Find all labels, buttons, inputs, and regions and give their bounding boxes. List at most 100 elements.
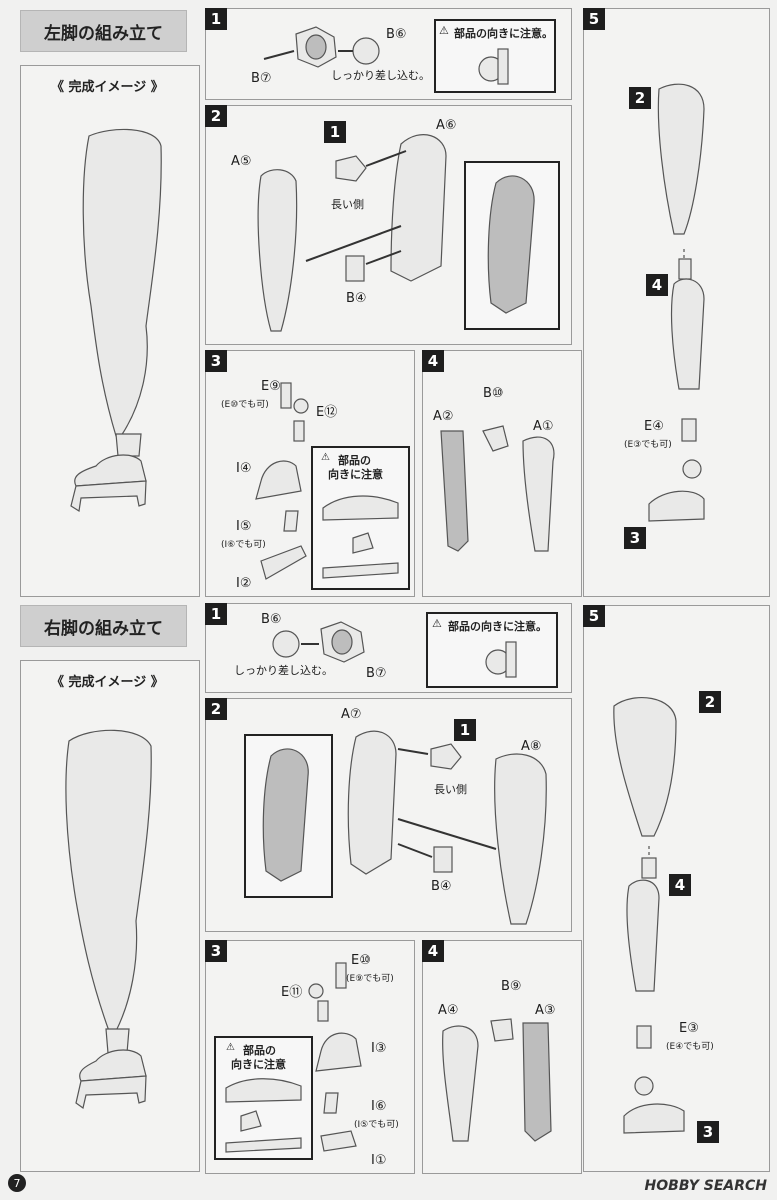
right-step3-e10: E⑩ xyxy=(351,953,371,968)
right-step1-number: 1 xyxy=(205,603,227,625)
left-complete-caption: 《 完成イメージ 》 xyxy=(51,80,164,95)
left-step3-e10alt: (E⑩でも可) xyxy=(221,400,269,410)
right-step2-parts xyxy=(347,730,547,925)
left-step4-a1: A① xyxy=(533,419,554,434)
left-leg-illustration xyxy=(70,128,162,512)
right-step3-note-line1: 部品の xyxy=(243,1044,276,1057)
right-step2-a7: A⑦ xyxy=(341,707,362,722)
warning-icon: ⚠ xyxy=(321,452,330,463)
right-step3-parts xyxy=(308,962,362,1152)
left-step1-b6: B⑥ xyxy=(386,27,407,42)
left-step3-note-line2: 向きに注意 xyxy=(328,468,383,481)
right-leg-illustration xyxy=(65,729,152,1110)
left-step3-e12: E⑫ xyxy=(316,405,338,420)
left-step5-sub4: 4 xyxy=(646,274,668,296)
left-step1-parts xyxy=(263,26,380,68)
right-step5-sub4: 4 xyxy=(669,874,691,896)
left-step2-a5: A⑤ xyxy=(231,154,252,169)
right-step4-b9: B⑨ xyxy=(501,979,522,994)
right-step3-i3: I③ xyxy=(371,1041,387,1056)
left-step3-note: ⚠ 部品の 向きに注意 xyxy=(311,446,410,590)
right-step4-a4: A④ xyxy=(438,1003,459,1018)
left-step1-insert: しっかり差し込む。 xyxy=(331,69,430,82)
left-step2-parts xyxy=(257,134,447,332)
right-step3-i1: I① xyxy=(371,1153,387,1168)
left-step3-i5: I⑤ xyxy=(236,519,252,534)
warning-icon: ⚠ xyxy=(226,1042,235,1053)
warning-icon: ⚠ xyxy=(432,617,442,630)
warning-icon: ⚠ xyxy=(439,24,449,37)
hobby-search-logo: HOBBY SEARCH xyxy=(644,1178,767,1194)
page-number: 7 xyxy=(8,1174,26,1192)
left-step3-i2: I② xyxy=(236,576,252,591)
right-step4-number: 4 xyxy=(422,940,444,962)
left-step3-i4: I④ xyxy=(236,461,252,476)
left-step3-number: 3 xyxy=(205,350,227,372)
right-complete-caption: 《 完成イメージ 》 xyxy=(51,675,164,690)
left-step1-b7: B⑦ xyxy=(251,71,272,86)
left-step4-panel: 4 B⑩ A② A① xyxy=(422,350,582,597)
right-step3-note: ⚠ 部品の 向きに注意 xyxy=(214,1036,313,1160)
right-complete-image-panel: 《 完成イメージ 》 xyxy=(20,660,200,1172)
right-step1-note: ⚠ 部品の向きに注意。 xyxy=(426,612,558,688)
left-step2-b4: B④ xyxy=(346,291,367,306)
left-step1-number: 1 xyxy=(205,8,227,30)
right-step1-b6: B⑥ xyxy=(261,612,282,627)
right-step2-b4: B④ xyxy=(431,879,452,894)
right-leg-title-text: 右脚の組み立て xyxy=(44,618,163,639)
right-step1-note-part xyxy=(485,641,517,678)
right-step1-parts xyxy=(272,621,365,663)
left-step4-b10: B⑩ xyxy=(483,386,504,401)
right-step2-sub: 1 xyxy=(454,719,476,741)
left-leg-title: 左脚の組み立て xyxy=(20,10,187,52)
left-step2-sub: 1 xyxy=(324,121,346,143)
left-step5-e3alt: (E③でも可) xyxy=(624,440,672,450)
right-step3-i5alt: (I⑤でも可) xyxy=(354,1120,399,1130)
right-step2-long-side: 長い側 xyxy=(434,783,467,796)
left-step3-note-parts xyxy=(322,495,399,579)
left-step4-number: 4 xyxy=(422,350,444,372)
left-step2-number: 2 xyxy=(205,105,227,127)
left-step5-e4: E④ xyxy=(644,419,664,434)
right-step2-a8: A⑧ xyxy=(521,739,542,754)
right-step5-panel: 5 2 4 3 E③ (E④でも可) xyxy=(583,605,770,1172)
right-step3-panel: 3 E⑩ (E⑨でも可) E⑪ I③ I⑥ (I⑤でも可) I① ⚠ 部品の 向… xyxy=(205,940,415,1174)
right-step3-note-parts xyxy=(225,1078,302,1153)
left-step4-parts xyxy=(440,425,555,552)
left-step3-note-line1: 部品の xyxy=(338,454,371,467)
right-step5-sub3: 3 xyxy=(697,1121,719,1143)
left-step1-note-part xyxy=(478,48,509,85)
left-step3-i6alt: (I⑥でも可) xyxy=(221,540,266,550)
left-step4-a2: A② xyxy=(433,409,454,424)
left-step1-note-text: 部品の向きに注意。 xyxy=(454,27,553,40)
right-step4-parts xyxy=(442,1018,552,1142)
left-step5-parts xyxy=(648,83,705,522)
right-step4-a3: A③ xyxy=(535,1003,556,1018)
left-step2-detail xyxy=(464,161,560,330)
right-step5-sub2: 2 xyxy=(699,691,721,713)
left-step3-parts xyxy=(255,382,309,580)
left-step3-e9: E⑨ xyxy=(261,379,281,394)
left-step3-panel: 3 E⑨ (E⑩でも可) E⑫ I④ I⑤ (I⑥でも可) I② ⚠ 部品の 向… xyxy=(205,350,415,597)
right-step1-insert: しっかり差し込む。 xyxy=(234,664,333,677)
left-step2-a6: A⑥ xyxy=(436,118,457,133)
right-step2-detail-part xyxy=(262,748,309,882)
right-step1-panel: 1 B⑥ B⑦ しっかり差し込む。 ⚠ 部品の向きに注意。 xyxy=(205,603,572,693)
left-step1-panel: 1 B⑥ B⑦ しっかり差し込む。 部品の向きに注意。 ⚠ xyxy=(205,8,572,100)
right-step5-e3: E③ xyxy=(679,1021,699,1036)
left-step5-number: 5 xyxy=(583,8,605,30)
right-leg-title: 右脚の組み立て xyxy=(20,605,187,647)
right-step2-detail xyxy=(244,734,333,898)
right-step5-number: 5 xyxy=(583,605,605,627)
right-step3-note-line2: 向きに注意 xyxy=(231,1058,286,1071)
left-leg-title-text: 左脚の組み立て xyxy=(44,23,163,44)
right-step5-e4alt: (E④でも可) xyxy=(666,1042,714,1052)
right-step3-number: 3 xyxy=(205,940,227,962)
left-step2-panel: 2 1 A⑥ A⑤ B④ 長い側 xyxy=(205,105,572,345)
left-step1-note: 部品の向きに注意。 ⚠ xyxy=(434,19,556,93)
right-step3-e11: E⑪ xyxy=(281,985,303,1000)
left-step5-panel: 5 2 4 3 E④ (E③でも可) xyxy=(583,8,770,597)
left-complete-image-panel: 《 完成イメージ 》 xyxy=(20,65,200,597)
right-step2-number: 2 xyxy=(205,698,227,720)
right-step5-parts xyxy=(613,697,685,1134)
